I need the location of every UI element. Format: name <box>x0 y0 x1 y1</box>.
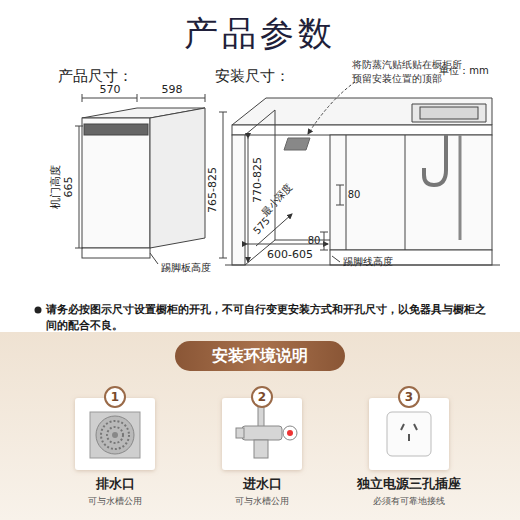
drawing-line <box>140 98 205 99</box>
step-number: 3 <box>398 386 420 408</box>
drawing-line <box>82 94 83 102</box>
drawing-polygon <box>412 104 486 122</box>
drawing-rect <box>84 124 148 135</box>
cabinet-drawing <box>225 82 500 265</box>
drawing-line <box>275 240 330 241</box>
drawing-line <box>324 232 325 250</box>
drawing-rect <box>254 440 268 458</box>
drawing-rect <box>82 118 150 248</box>
install-note: 请务必按图示尺寸设置橱柜的开孔，不可自行变更安装方式和开孔尺寸，以免器具与橱柜之… <box>46 302 496 334</box>
drawing-circle <box>112 432 118 438</box>
drawing-line <box>219 258 227 259</box>
drawing-line <box>82 98 137 99</box>
node-text: 3 <box>405 390 413 404</box>
drawing-line <box>320 232 328 233</box>
node-text: 排水口 <box>60 475 170 493</box>
socket-icon <box>387 412 431 456</box>
dishwasher-drawing <box>75 94 227 264</box>
drawing-line <box>275 110 276 240</box>
dimension: 598 <box>162 83 183 96</box>
install-card: 进水口可与水槽公用2 <box>207 398 317 510</box>
drawing-rect <box>75 398 155 470</box>
node-subtext: 可与水槽公用 <box>60 495 170 508</box>
drawing-line <box>223 112 224 258</box>
drawing-rect <box>232 135 245 265</box>
drawing-line <box>336 205 344 206</box>
callout-note: 将防蒸汽贴纸贴在橱柜所预留安装位置的顶部 <box>352 58 464 86</box>
drawing-polygon <box>232 98 492 125</box>
node-text: 1 <box>111 390 119 404</box>
section-heading: 产品尺寸： <box>58 67 133 85</box>
dimension-name: 机门高度 <box>49 165 62 209</box>
drawing-line <box>205 94 206 102</box>
drawing-line <box>340 185 341 205</box>
drawing-rect <box>420 107 478 119</box>
install-card: 独立电源三孔插座必须有可靠地接线3 <box>339 398 479 510</box>
drawing-line <box>336 185 344 186</box>
drawing-line <box>79 126 80 248</box>
drawing-rect <box>82 248 150 258</box>
card-squares <box>75 398 449 470</box>
dimension: 665 <box>62 177 75 198</box>
drawing-rect <box>369 398 449 470</box>
drawing-line <box>332 256 340 262</box>
node-text: 2 <box>258 390 266 404</box>
drawing-circle <box>101 421 129 449</box>
drawing-path <box>459 135 462 240</box>
drawing-rect <box>236 428 244 438</box>
drawing-circle <box>96 416 134 454</box>
drawing-polygon <box>284 138 310 150</box>
step-number: 1 <box>104 386 126 408</box>
drawing-line <box>408 434 410 441</box>
node-text: 进水口 <box>207 475 317 493</box>
dimension: 770-825 <box>251 157 264 203</box>
dimension: 600-605 <box>267 248 313 261</box>
dimension: 80 <box>308 235 321 247</box>
drawing-line <box>219 112 227 113</box>
drawing-path <box>424 135 446 185</box>
drawing-path <box>308 82 355 134</box>
drawing-line <box>320 250 328 251</box>
step-number: 2 <box>251 386 273 408</box>
drain-icon <box>90 412 140 458</box>
dimension-name: 最小深度 <box>259 181 295 219</box>
drawing-rect <box>330 135 492 250</box>
drawing-line <box>346 135 347 250</box>
drawing-line <box>245 110 275 135</box>
node-subtext: 可与水槽公用 <box>207 495 317 508</box>
dimension: 80 <box>348 189 361 201</box>
drawing-line <box>405 135 406 250</box>
drawing-line <box>401 424 404 430</box>
part-name: 踢脚线高度 <box>343 256 393 268</box>
node-text: 独立电源三孔插座 <box>339 475 479 493</box>
drawing-circle <box>287 430 293 436</box>
bullet-dot <box>35 307 42 314</box>
drawing-line <box>414 424 417 430</box>
install-card: 排水口可与水槽公用1 <box>60 398 170 510</box>
drawing-polygon <box>150 108 205 248</box>
background-band <box>0 332 520 520</box>
page-title: 产品参数 <box>184 13 336 54</box>
drawing-line <box>137 94 138 102</box>
drawing-rect <box>387 412 431 456</box>
drawing-line <box>248 138 249 262</box>
drawing-rect <box>242 426 282 440</box>
drawing-rect <box>90 412 140 458</box>
inlet-valve-icon <box>236 404 297 458</box>
dimension: 570 <box>100 83 121 96</box>
drawing-line <box>75 126 83 127</box>
node-subtext: 必须有可靠地接线 <box>339 495 479 508</box>
drawing-circle <box>283 426 297 440</box>
section-pill: 安装环境说明 <box>175 341 345 371</box>
node-text: 安装环境说明 <box>212 346 308 367</box>
drawing-line <box>150 253 158 264</box>
drawing-rect <box>222 398 302 470</box>
part-name: 踢脚板高度 <box>161 262 211 274</box>
drawing-circle <box>107 427 123 443</box>
drawing-rect <box>232 125 492 135</box>
section-heading: 安装尺寸： <box>215 67 290 85</box>
drawing-line <box>75 248 83 249</box>
dimension: 765-825 <box>206 167 219 213</box>
